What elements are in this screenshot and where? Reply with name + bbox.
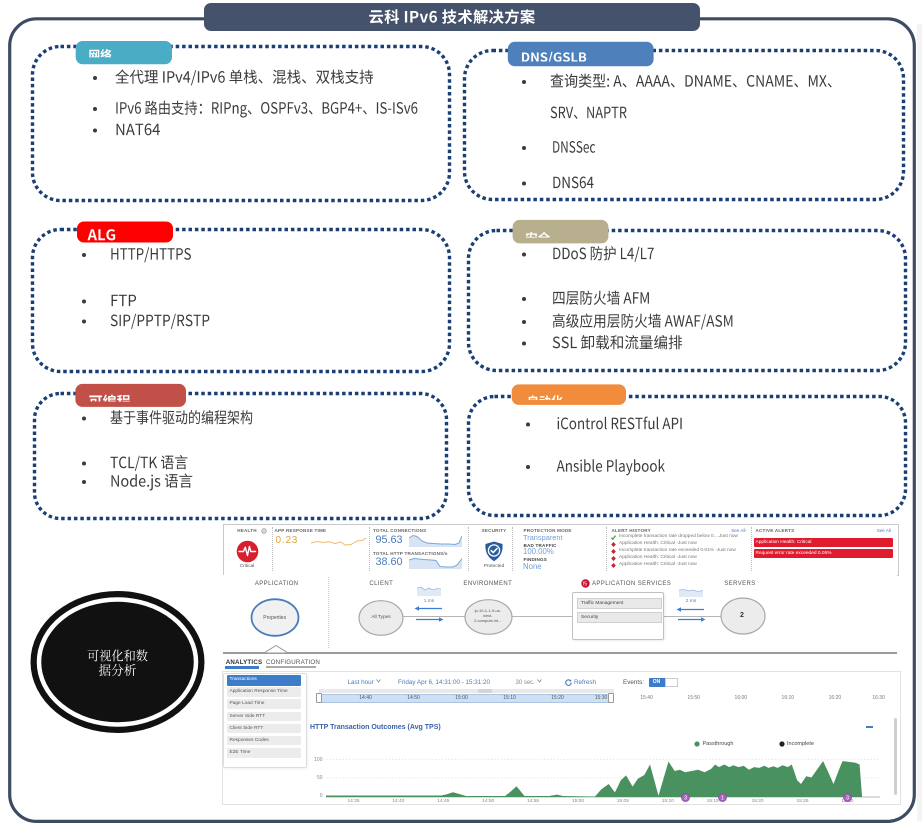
svg-text:3: 3 (845, 795, 848, 801)
svg-text:f5: f5 (583, 582, 587, 588)
svg-text:3: 3 (684, 795, 687, 801)
svg-text:1: 1 (721, 795, 724, 801)
